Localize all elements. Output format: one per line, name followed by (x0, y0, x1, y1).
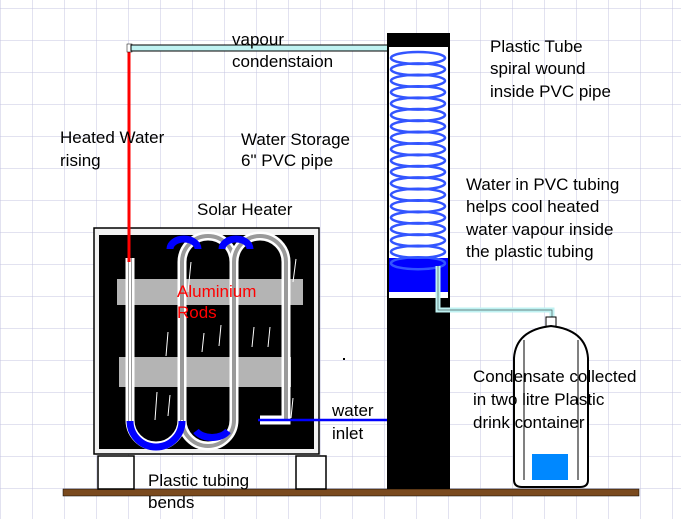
collected-condensate (532, 454, 568, 480)
plastic-tubing-bends (126, 235, 254, 451)
heater-streaks (154, 258, 297, 421)
heater-leg-left (97, 455, 135, 490)
label-aluminium: Aluminium (177, 282, 256, 301)
bend-bottom-left (126, 420, 186, 451)
solar-heater-panel (99, 235, 314, 449)
label-water-storage: Water Storage (241, 130, 350, 149)
heater-leg-right (295, 455, 327, 490)
label-pvc-tubing-1: Water in PVC tubing (466, 175, 619, 194)
label-condensate-3: drink container (473, 413, 585, 432)
ground-base (62, 488, 640, 497)
label-plastic-tube-1: Plastic Tube (490, 37, 583, 56)
aluminium-rod-upper (117, 279, 303, 305)
bend-bottom-middle (193, 428, 231, 441)
coil-ring (389, 255, 447, 271)
label-pvc-tubing-3: water vapour inside (465, 220, 613, 239)
label-pvc-pipe: 6" PVC pipe (241, 151, 333, 170)
label-water: water (331, 401, 374, 420)
label-condensate-1: Condensate collected (473, 367, 637, 386)
aluminium-rod-lower (119, 357, 291, 387)
drink-container (513, 316, 589, 488)
label-plastic-tube-2: spiral wound (490, 59, 585, 78)
labels: vapour condenstaion Plastic Tube spiral … (60, 30, 637, 512)
label-vapour: vapour (232, 30, 284, 49)
label-plastic-tube-3: inside PVC pipe (490, 82, 611, 101)
label-bends: bends (148, 493, 194, 512)
label-rods: Rods (177, 303, 217, 322)
marker-dot (343, 358, 345, 360)
spiral-coil (389, 50, 447, 271)
label-condensation: condenstaion (232, 52, 333, 71)
label-rising: rising (60, 151, 101, 170)
bend-top-right (218, 235, 254, 250)
label-plastic-tubing: Plastic tubing (148, 471, 249, 490)
label-pvc-tubing-4: the plastic tubing (466, 242, 594, 261)
label-heated-water: Heated Water (60, 128, 165, 147)
label-solar-heater: Solar Heater (197, 200, 293, 219)
bend-top-left (166, 235, 202, 250)
label-inlet: inlet (332, 424, 363, 443)
label-pvc-tubing-2: helps cool heated (466, 197, 599, 216)
label-condensate-2: in two litre Plastic (473, 390, 605, 409)
